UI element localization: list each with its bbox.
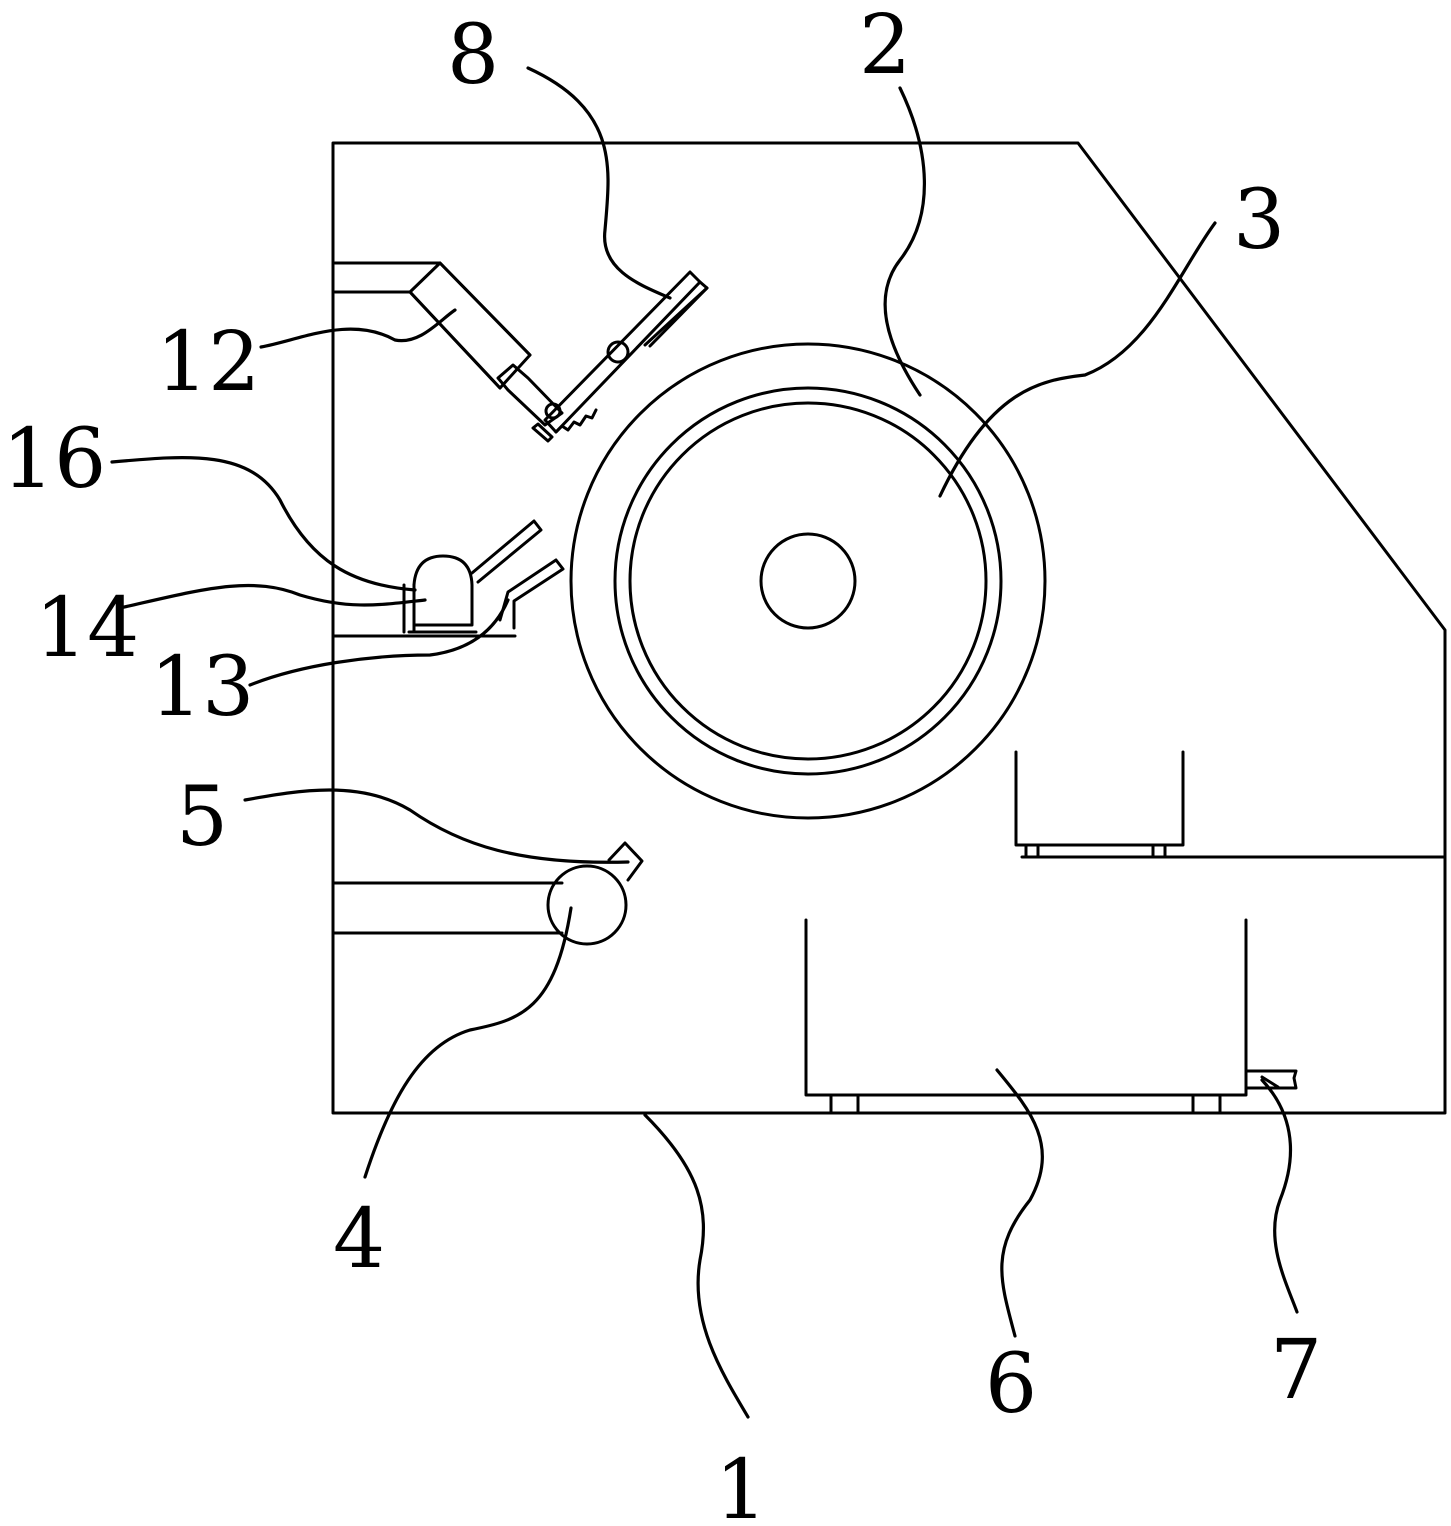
housing-frame (331, 141, 1447, 1115)
scraper-blade (543, 270, 709, 434)
middle-sprayer-group (331, 519, 565, 638)
callout-13: 13 (150, 640, 254, 735)
drain-valve (1244, 1069, 1298, 1090)
callout-1: 1 (715, 1443, 767, 1526)
callout-12: 12 (156, 315, 260, 410)
callout-2: 2 (859, 0, 911, 93)
callout-14: 14 (35, 581, 139, 676)
callout-8: 8 (447, 8, 499, 103)
callout-5: 5 (176, 770, 228, 865)
lower-roller (331, 841, 644, 946)
upper-arm-assembly (333, 261, 564, 443)
callout-labels: 8 2 3 12 16 14 13 5 4 6 7 1 (2, 0, 1322, 1526)
callout-4: 4 (333, 1192, 385, 1287)
collection-tray (804, 918, 1248, 1115)
drum-axle (759, 532, 857, 630)
leader-lines (110, 66, 1299, 1419)
callout-3: 3 (1233, 173, 1285, 268)
callout-6: 6 (985, 1337, 1037, 1432)
drum (569, 342, 1047, 820)
upper-tray (1014, 750, 1185, 859)
callout-7: 7 (1270, 1323, 1322, 1418)
callout-16: 16 (2, 412, 106, 507)
